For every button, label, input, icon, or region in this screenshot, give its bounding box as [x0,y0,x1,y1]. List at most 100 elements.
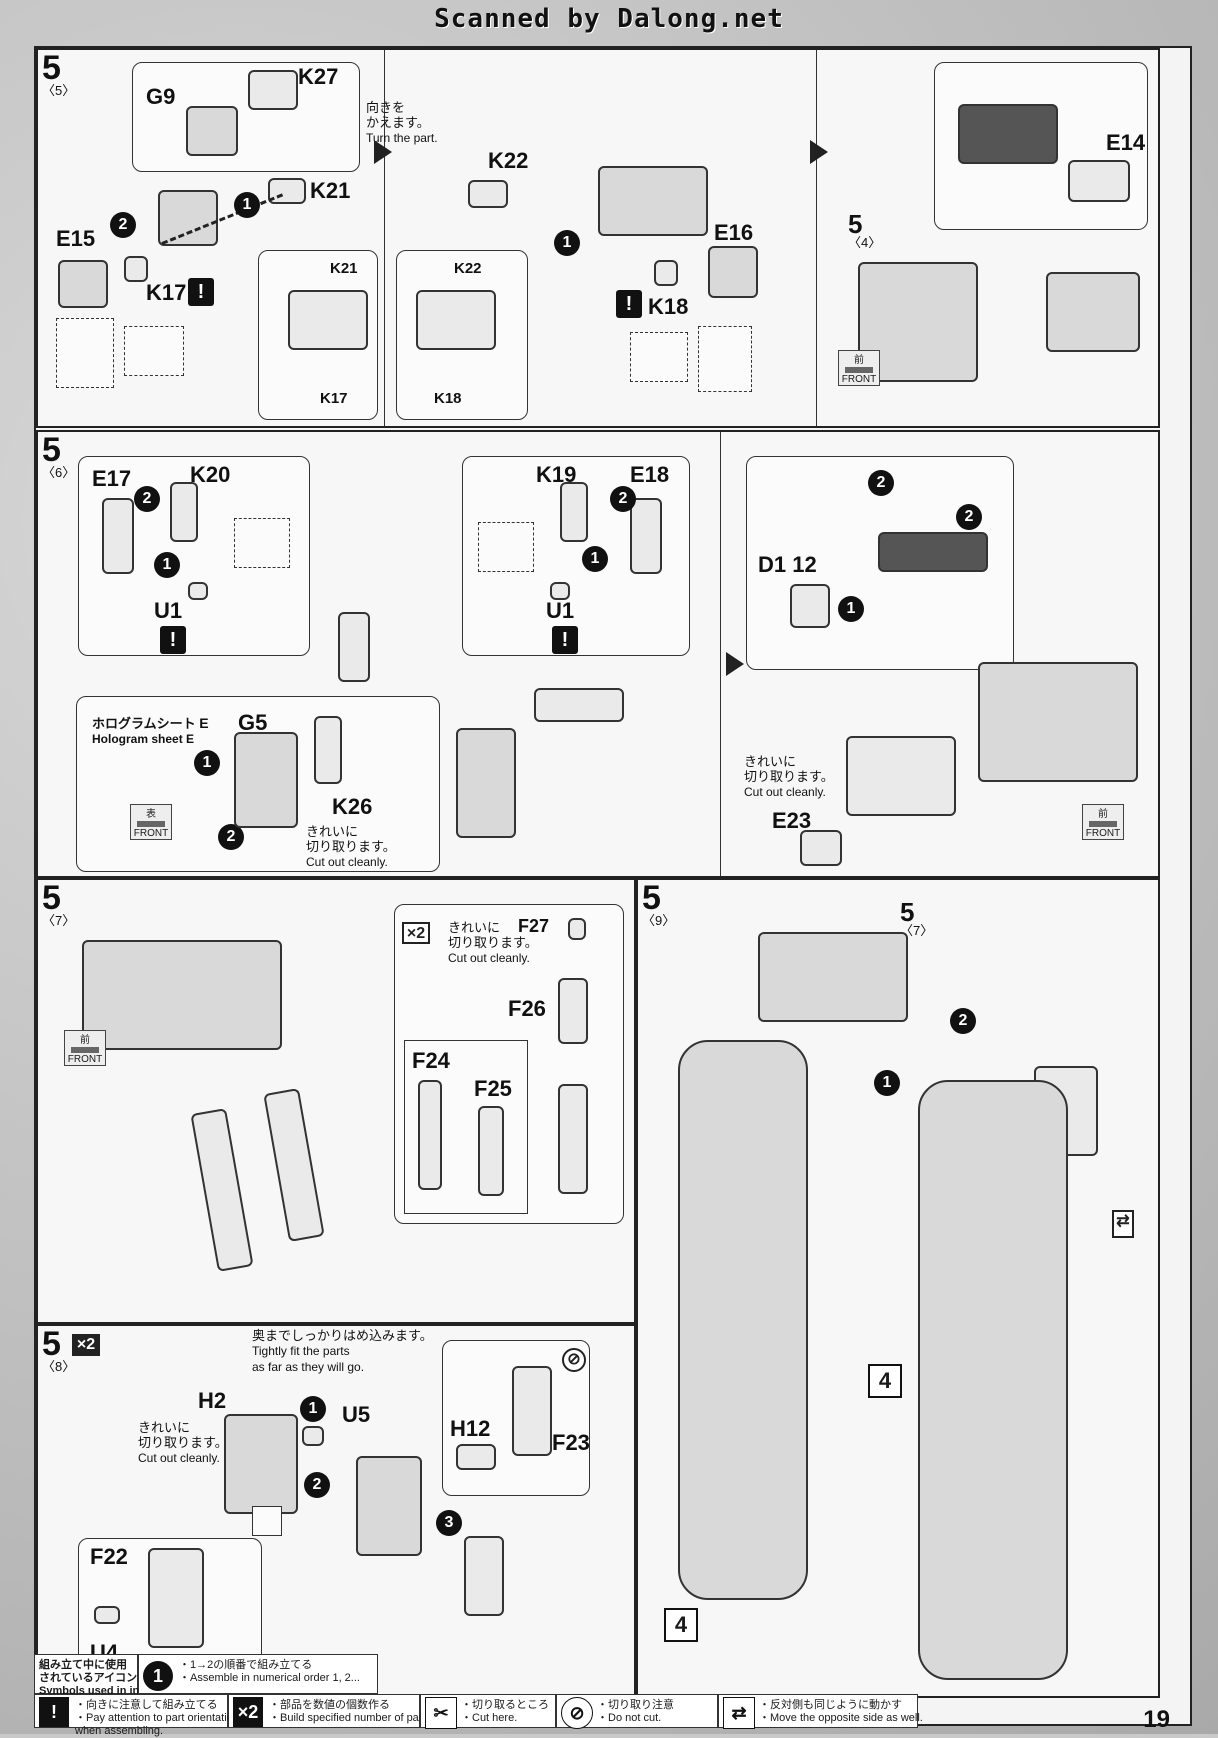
step-header: 5 〈9〉 [642,879,675,927]
part-leg-armor [356,1456,422,1556]
next-arrow [726,652,744,676]
part-label-k26: K26 [332,794,373,819]
part-v-fin [846,736,956,816]
detail-box [56,318,114,388]
build-x2-icon: ×2 [72,1334,100,1356]
order-2: 2 [868,470,894,496]
part-e14 [1068,160,1130,202]
attention-icon: ! [616,290,642,318]
order-2: 2 [610,486,636,512]
part-u1 [550,582,570,600]
part-assembly [598,166,708,236]
part-k20 [170,482,198,542]
legend-cut-here: ✂ ・切り取るところ・Cut here. [420,1694,556,1729]
part-label-u1: U1 [154,598,183,623]
part-f24 [418,1080,442,1190]
part-torso-top [978,662,1138,782]
cut-cleanly-note: きれいに切り取ります。Cut out cleanly. [448,920,538,965]
part-k27 [248,70,298,110]
instruction-sheet: 5 〈5〉 G9 K27 K21 2 1 E15 K17 ! K21 K17 向… [34,46,1192,1737]
step-substep: 〈8〉 [42,1359,76,1374]
step-substep: 〈7〉 [42,913,76,928]
step-5-9-panel: 5 〈9〉 5 〈7〉 2 1 4 4 ⇄ [636,878,1160,1698]
divider [384,50,385,426]
step-header: 5 〈8〉 [42,1327,76,1374]
part-k21 [268,178,306,204]
part-label-f22: F22 [90,1544,128,1569]
part-skirt-built [558,1084,588,1194]
build-x2-icon: ×2 [233,1697,263,1727]
part-label-k17: K17 [146,280,187,305]
ref-step-sub: 〈7〉 [900,923,934,938]
cut-here-icon: ✂ [425,1697,457,1729]
step-header: 5 〈5〉 [42,51,75,97]
part-label-k21: K21 [310,178,351,203]
part-k19 [560,482,588,542]
part-right-leg [918,1080,1068,1680]
part-assembly [158,190,218,246]
order-1: 1 [300,1396,326,1422]
order-2: 2 [304,1472,330,1498]
divider [816,50,817,426]
order-1: 1 [874,1070,900,1096]
part-k26 [314,716,342,784]
part-e23 [800,830,842,866]
part-label-f25: F25 [474,1076,512,1101]
page-number: 19 [1143,1706,1170,1733]
step-header: 5 〈6〉 [42,431,75,479]
cut-cleanly-note: きれいに切り取ります。Cut out cleanly. [744,754,834,799]
part-skirt-left [190,1108,254,1272]
legend-order: 1 ・1→2の順番で組み立てる・Assemble in numerical or… [138,1654,378,1694]
next-arrow [810,140,828,164]
part-f27 [568,918,586,940]
next-arrow [374,140,392,164]
step-5-6-panel: 5 〈6〉 E17 K20 2 1 U1 ! K19 E18 2 1 U1 ! … [36,430,1160,878]
order-1: 1 [838,596,864,622]
part-f22 [148,1548,204,1648]
attention-icon: ! [39,1697,69,1727]
order-1: 1 [554,230,580,256]
part-k17 [124,256,148,282]
part-label-e23: E23 [772,808,812,833]
order-2: 2 [218,824,244,850]
part-label-k27: K27 [298,64,339,89]
part-label-f26: F26 [508,996,546,1021]
order-2: 2 [950,1008,976,1034]
order-3: 3 [436,1510,462,1536]
part-e15 [58,260,108,308]
part-assembly-dark [958,104,1058,164]
legend-attention: ! ・向きに注意して組み立てる・Pay attention to part or… [34,1694,239,1737]
step-number: 5 [642,879,661,917]
part-arm-assembly [456,728,516,838]
detail-box [124,326,184,376]
step-number: 5 [42,431,61,469]
ref-step: 5 〈7〉 [900,897,934,938]
ref-step-number: 5 [900,897,915,927]
part-label-f27: F27 [518,916,550,936]
part-label-g9: G9 [146,84,176,109]
cut-cleanly-note: きれいに切り取ります。Cut out cleanly. [138,1420,228,1465]
part-e16 [708,246,758,298]
order-icon: 1 [143,1661,173,1691]
step-number: 5 [42,879,61,917]
part-torso-assembly [82,940,282,1050]
move-opposite-icon: ⇄ [1112,1210,1134,1238]
part-label-d1-12: D1 12 [758,552,817,577]
part-label-f23: F23 [552,1430,590,1455]
step-header: 5 〈7〉 [42,879,76,928]
scan-credit: Scanned by Dalong.net [434,4,784,34]
order-1: 1 [582,546,608,572]
part-u1 [188,582,208,600]
do-not-cut-icon: ⊘ [561,1697,593,1729]
part-e18 [630,498,662,574]
move-opposite-icon: ⇄ [723,1697,755,1729]
order-2: 2 [110,212,136,238]
part-label-u1: U1 [546,598,575,623]
part-waist [758,932,908,1022]
build-x2-icon: ×2 [402,922,430,944]
part-k22-detail [416,290,496,350]
attention-icon: ! [552,626,578,654]
